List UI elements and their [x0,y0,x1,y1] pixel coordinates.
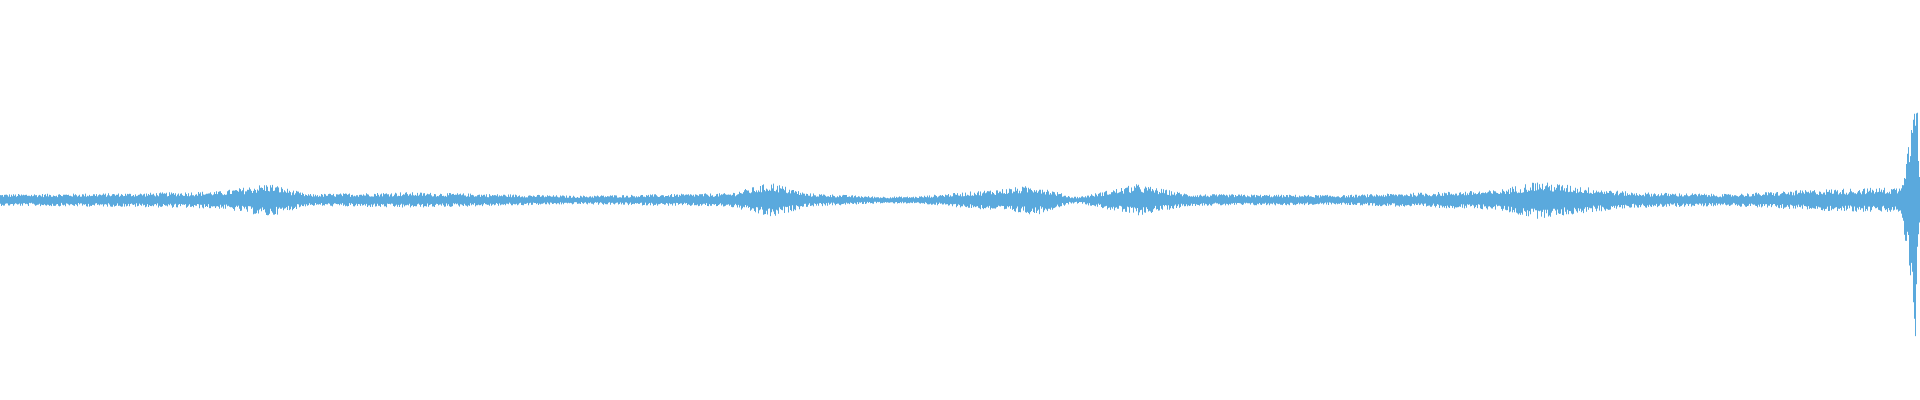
waveform-trace [0,112,1920,337]
